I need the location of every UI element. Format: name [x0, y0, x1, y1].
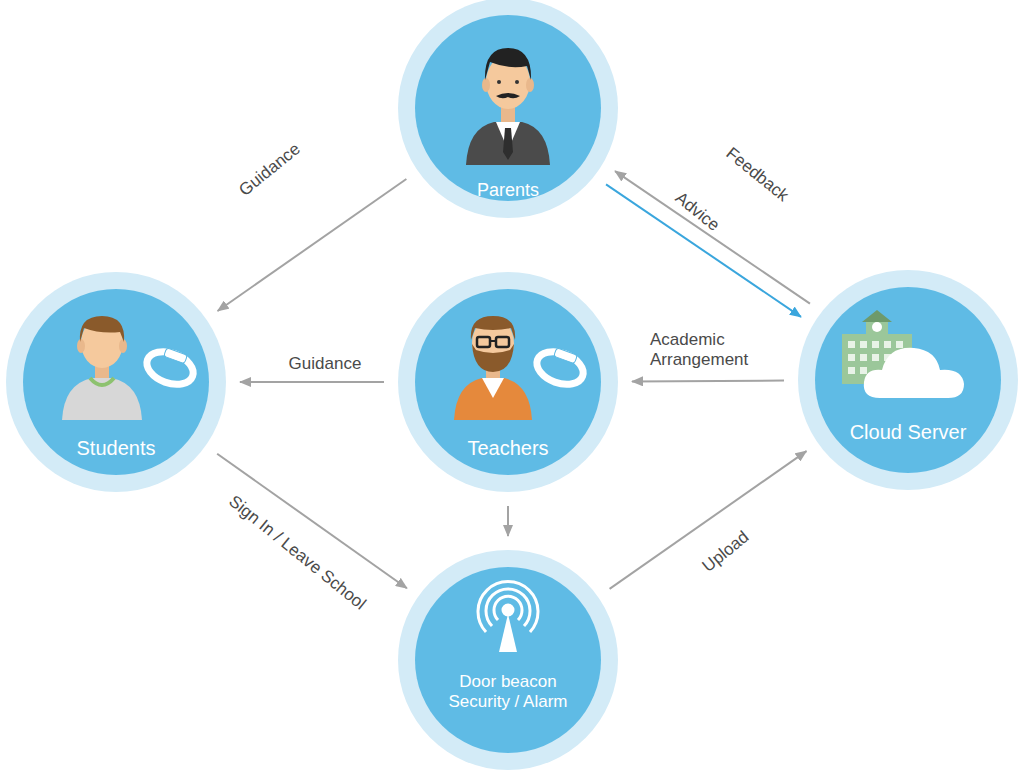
node-label: Door beacon Security / Alarm — [438, 672, 578, 713]
connector-arrow — [240, 381, 384, 383]
node-circle: Cloud Server — [798, 270, 1018, 490]
outer-ring — [798, 270, 1018, 490]
node-label: Teachers — [408, 436, 608, 460]
outer-ring — [398, 550, 618, 770]
node-label: Students — [16, 436, 216, 460]
school-cloud-icon — [842, 310, 964, 398]
circle-shape — [798, 270, 1018, 490]
node-label: Cloud Server — [808, 420, 1008, 444]
outer-ring — [398, 272, 618, 492]
outer-ring — [398, 0, 618, 218]
connector-arrow — [507, 506, 509, 536]
node-label: Parents — [408, 180, 608, 202]
edge-label: Feedback — [722, 144, 793, 207]
node-circle: Door beacon Security / Alarm — [398, 550, 618, 770]
edge-label: Academic Arrangement — [650, 330, 774, 371]
outer-ring — [6, 272, 226, 492]
parent-figure — [466, 48, 550, 165]
wristband — [142, 343, 198, 390]
wristband — [532, 343, 588, 390]
node-circle: Students — [6, 272, 226, 492]
edge-label: Advice — [671, 188, 723, 236]
connector-arrow — [606, 184, 801, 317]
inner-disc — [415, 567, 601, 753]
teacher-figure — [454, 316, 589, 420]
inner-disc — [815, 287, 1001, 473]
beacon-icon — [478, 582, 538, 652]
edge-label: Guidance — [235, 139, 304, 201]
connector-arrow — [610, 451, 807, 589]
inner-disc — [415, 15, 601, 201]
circle-shape — [398, 550, 618, 770]
connector-arrow — [632, 380, 784, 383]
student-figure — [62, 316, 199, 420]
node-circle: Teachers — [398, 272, 618, 492]
edge-label: Upload — [699, 527, 754, 577]
node-circle: Parents — [398, 0, 618, 218]
edge-label: Guidance — [289, 354, 362, 374]
